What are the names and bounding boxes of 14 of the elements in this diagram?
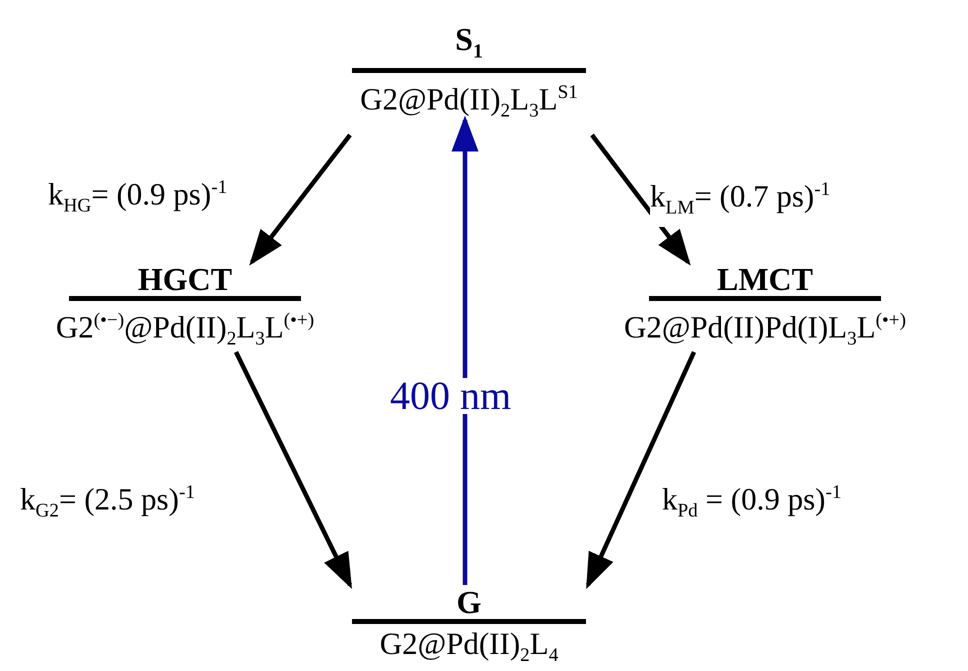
arrow — [452, 116, 478, 585]
arrow — [590, 134, 691, 266]
arrow — [586, 351, 696, 590]
state-label: LMCT — [717, 262, 813, 296]
state-formula: G2$^{(•−)}$@Pd(II)$_{2}$L$_{3}$L$^{(•+)}$ — [56, 308, 314, 352]
state-formula: G2@Pd(II)$_{2}$L$_{4}$ — [380, 625, 558, 668]
wavelength-label: 400 nm — [390, 378, 512, 414]
state-label: G — [456, 585, 482, 619]
arrow — [234, 351, 352, 590]
state-label: HGCT — [138, 262, 232, 296]
state-formula: G2@Pd(II)Pd(I)L$_{3}$L$^{(•+)}$ — [624, 308, 906, 352]
arrow — [249, 134, 352, 266]
state-label: S$_{1}$ — [455, 22, 483, 64]
state-formula: G2@Pd(II)$_{2}$L$_{3}$L$^{S1}$ — [360, 80, 578, 124]
